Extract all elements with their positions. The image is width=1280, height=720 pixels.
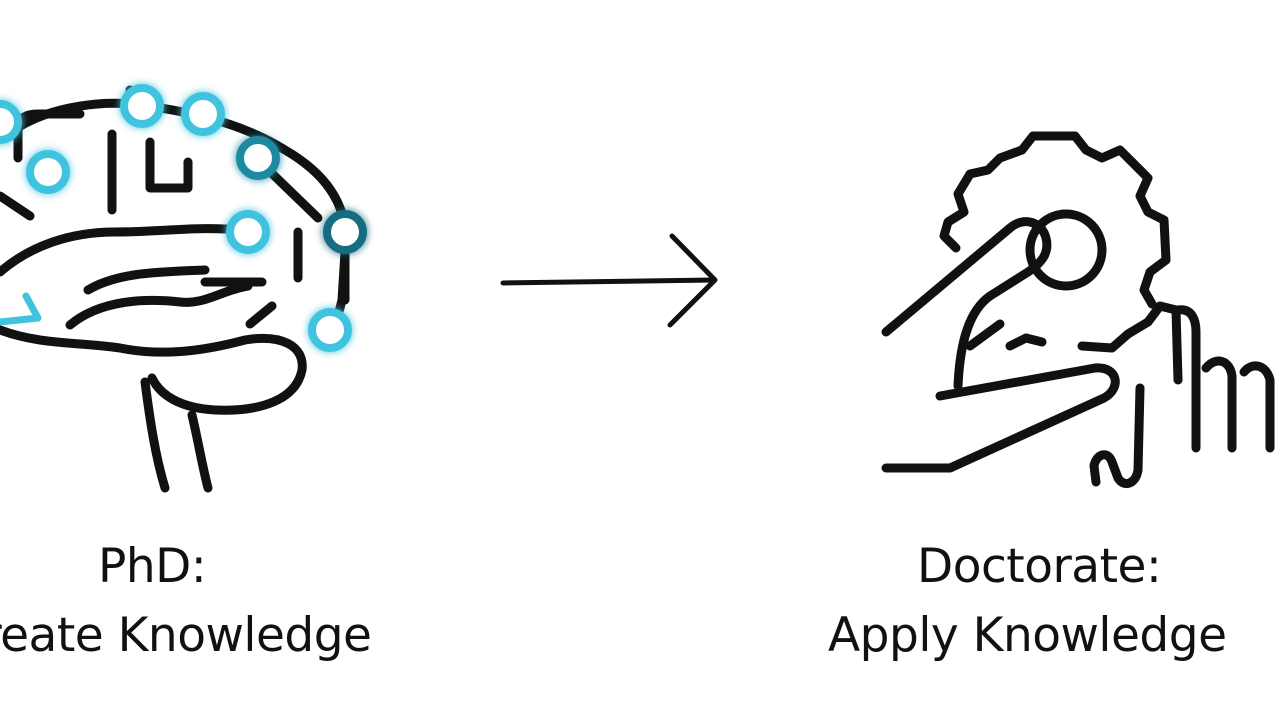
pointing-finger [881,217,1052,391]
circuit-nodes [0,84,367,352]
doctorate-label: Doctorate: [917,539,1162,594]
gear-hub [1025,209,1107,291]
gear-icon [939,131,1171,351]
phd-label: PhD: [98,539,207,594]
gear-hand-icon [881,131,1275,488]
doctorate-description: Apply Knowledge [828,608,1227,663]
arrow-right-icon [500,233,718,328]
phd-description: Create Knowledge [0,608,372,663]
circuit-node [323,210,367,254]
brain-circuit-icon [0,85,351,493]
circuit-node [0,100,22,144]
circuit-node [181,92,225,136]
circuit-node [26,150,70,194]
circuit-node [308,308,352,352]
circuit-node [120,84,164,128]
circuit-node [226,210,270,254]
circuit-node [236,136,280,180]
